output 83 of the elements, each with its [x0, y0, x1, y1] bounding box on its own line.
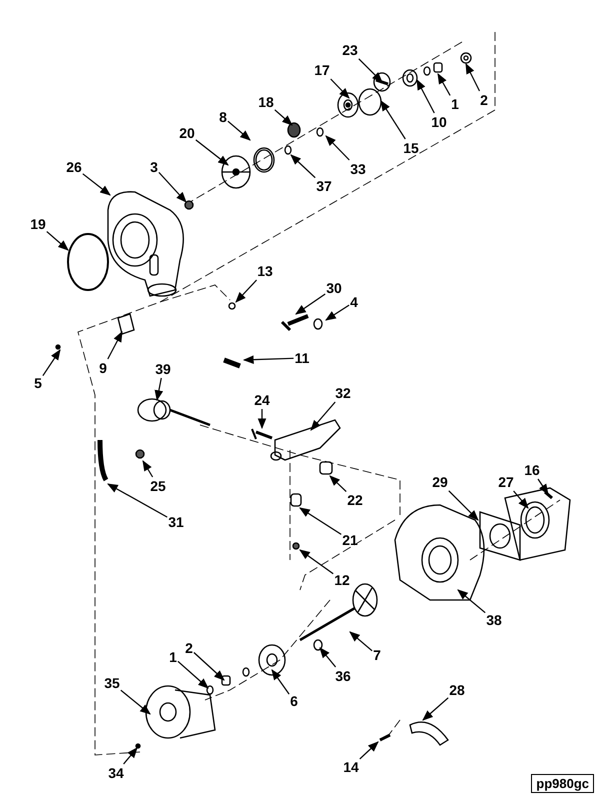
callout-number: 1	[451, 96, 459, 112]
callout-number: 11	[294, 350, 310, 366]
callout-number: 26	[66, 159, 82, 175]
callout-number: 32	[335, 385, 351, 401]
leader-line	[178, 660, 209, 689]
leader-line	[158, 172, 187, 203]
leader-line	[142, 460, 154, 478]
leader-line	[154, 378, 164, 402]
leader-line	[194, 652, 225, 681]
leader-line	[107, 483, 168, 518]
callout-number: 12	[334, 572, 350, 588]
leader-line	[271, 669, 290, 694]
callout-number: 28	[449, 682, 465, 698]
leader-line	[242, 355, 294, 364]
leader-line	[235, 280, 258, 303]
leader-line	[422, 697, 449, 721]
leader-line	[349, 631, 372, 652]
callout-number: 19	[30, 216, 46, 232]
callout-number: 9	[99, 360, 107, 376]
leader-line	[380, 100, 406, 140]
leader-line	[513, 490, 529, 509]
callout-number: 29	[432, 474, 448, 490]
callout-number: 35	[104, 675, 120, 691]
callout-number: 1	[169, 649, 177, 665]
callout-number: 3	[150, 159, 158, 175]
leader-line	[465, 63, 480, 92]
callout-number: 24	[254, 392, 270, 408]
leader-line	[299, 549, 334, 574]
callout-number: 5	[34, 375, 42, 391]
figure-code: pp980gc	[531, 774, 594, 793]
leader-line	[325, 135, 350, 160]
leader-line	[319, 647, 336, 668]
leader-line	[538, 478, 549, 495]
callout-number: 13	[257, 263, 273, 279]
leader-line	[274, 109, 293, 126]
leader-line	[195, 139, 229, 166]
callout-number: 7	[373, 647, 381, 663]
callout-number: 2	[185, 640, 193, 656]
leader-line	[295, 294, 326, 315]
leader-line	[358, 58, 383, 83]
callout-number: 2	[480, 92, 488, 108]
callout-number: 10	[431, 114, 447, 130]
leader-line	[329, 475, 347, 492]
leader-line	[258, 409, 266, 430]
callout-number: 21	[342, 532, 358, 548]
leader-line	[82, 173, 111, 196]
callout-number: 14	[343, 759, 359, 775]
callout-number: 8	[219, 109, 227, 125]
callout-number: 20	[179, 125, 195, 141]
callout-number: 39	[155, 361, 171, 377]
leader-line	[290, 154, 316, 178]
leader-line	[416, 79, 435, 114]
callout-number: 33	[350, 161, 366, 177]
leader-line	[325, 304, 350, 321]
leader-line	[330, 78, 350, 99]
callout-number: 25	[150, 478, 166, 494]
leader-line	[359, 741, 379, 760]
leader-line	[437, 73, 451, 96]
callout-number: 23	[342, 42, 358, 58]
leader-line	[448, 490, 479, 521]
callout-number: 30	[326, 280, 342, 296]
leader-line	[299, 507, 342, 535]
callout-number: 4	[350, 294, 358, 310]
leader-line	[310, 402, 336, 431]
callout-number: 27	[498, 474, 514, 490]
callout-number: 6	[290, 693, 298, 709]
callout-number: 17	[314, 62, 330, 78]
leader-line	[46, 231, 69, 251]
callout-number: 31	[168, 514, 184, 530]
leader-line	[228, 120, 251, 141]
callout-number: 16	[524, 462, 540, 478]
leader-line	[457, 589, 486, 614]
leader-line	[120, 690, 151, 715]
callout-number: 38	[486, 612, 502, 628]
leader-line	[107, 331, 123, 360]
callout-number: 37	[316, 178, 332, 194]
callout-number: 36	[335, 668, 351, 684]
callout-number: 15	[403, 140, 419, 156]
callout-number: 18	[258, 94, 274, 110]
callout-number: 34	[108, 765, 124, 781]
leader-line	[123, 747, 138, 764]
callout-number: 22	[347, 492, 363, 508]
leader-line	[42, 349, 61, 376]
